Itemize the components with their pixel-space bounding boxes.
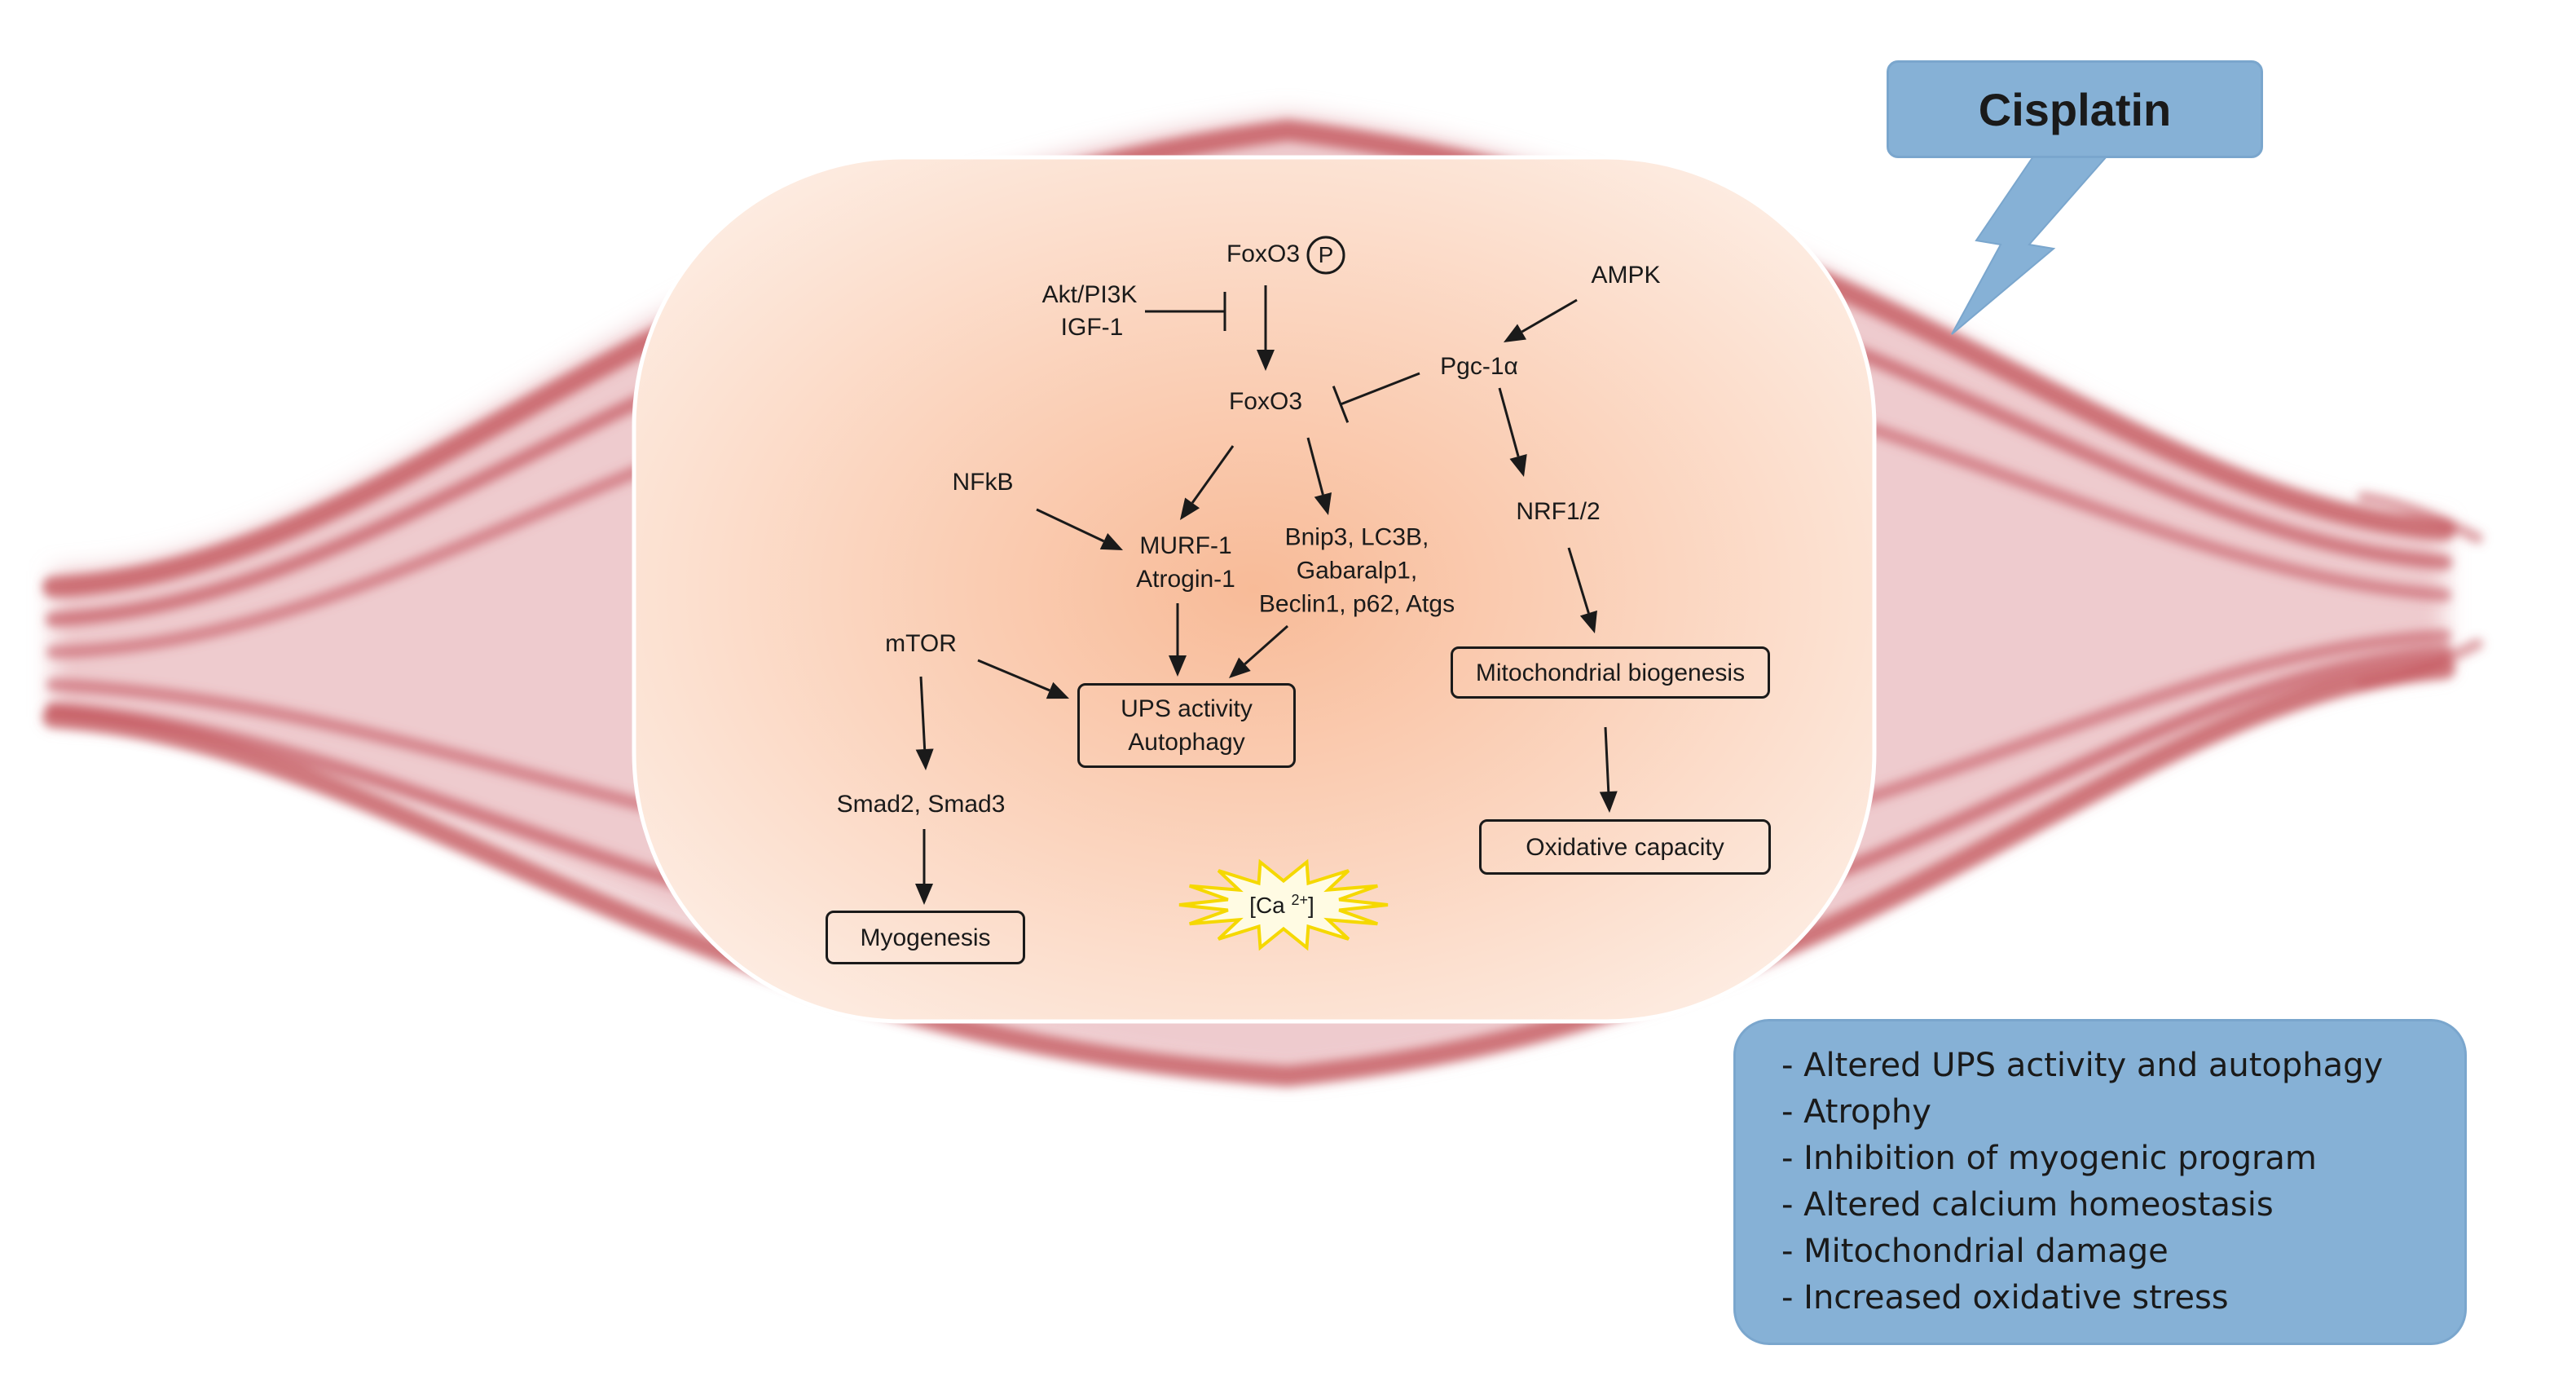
arrow-foxo3-to-genes-head bbox=[1314, 492, 1332, 515]
calcium-starburst-icon bbox=[1178, 858, 1389, 951]
arrow-pgc1a-to-nrf bbox=[1498, 387, 1520, 457]
effect-item: - Increased oxidative stress bbox=[1781, 1279, 2229, 1317]
myogenesis-box: Myogenesis bbox=[826, 911, 1025, 964]
arrow-mito-to-oxidative-head bbox=[1599, 791, 1618, 813]
arrow-mtor-to-smad-head bbox=[915, 748, 934, 770]
arrow-genes-to-ups-head bbox=[1229, 657, 1251, 678]
arrow-foxo3-to-murf bbox=[1191, 445, 1235, 504]
effect-item: - Altered UPS activity and autophagy bbox=[1781, 1047, 2384, 1084]
arrow-foxo3p-to-foxo3-head bbox=[1257, 350, 1275, 371]
effects-summary-box: - Altered UPS activity and autophagy - At… bbox=[1733, 1019, 2467, 1345]
arrow-pgc1a-to-nrf-head bbox=[1509, 454, 1527, 477]
autophagy-genes-label: Bnip3, LC3B,Gabaralp1,Beclin1, p62, Atgs bbox=[1258, 523, 1455, 618]
arrow-mtor-to-ups-head bbox=[1046, 681, 1069, 699]
foxo3-phospho-label: FoxO3 bbox=[1226, 240, 1301, 267]
arrow-mtor-to-smad bbox=[919, 676, 927, 750]
arrow-foxo3-to-murf-head bbox=[1180, 497, 1200, 520]
inhibit-pgc1a-to-foxo3-bar bbox=[1332, 386, 1350, 423]
inhibit-pgc1a-to-foxo3 bbox=[1340, 372, 1420, 406]
oxidative-capacity-box: Oxidative capacity bbox=[1479, 819, 1771, 875]
lightning-bolt-icon bbox=[1951, 156, 2109, 335]
mtor-label: mTOR bbox=[885, 630, 957, 657]
phosphate-circle-icon bbox=[1306, 236, 1345, 275]
arrow-ampk-to-pgc1a-head bbox=[1504, 324, 1527, 342]
effect-item: - Inhibition of myogenic program bbox=[1781, 1140, 2317, 1177]
arrow-ampk-to-pgc1a bbox=[1521, 298, 1578, 333]
arrow-nfkb-to-murf bbox=[1036, 508, 1105, 543]
nrf12-label: NRF1/2 bbox=[1516, 498, 1601, 525]
pgc1a-label: Pgc-1α bbox=[1440, 353, 1518, 380]
effect-item: - Altered calcium homeostasis bbox=[1781, 1186, 2274, 1224]
arrow-smad-to-myogenesis-head bbox=[915, 884, 933, 905]
nfkb-label: NFkB bbox=[952, 469, 1014, 496]
effect-item: - Atrophy bbox=[1781, 1093, 1931, 1131]
arrow-nrf-to-mito-head bbox=[1579, 610, 1597, 633]
foxo3-label: FoxO3 bbox=[1228, 388, 1303, 415]
cisplatin-callout: Cisplatin bbox=[1887, 60, 2263, 158]
arrow-foxo3-to-genes bbox=[1306, 437, 1324, 496]
arrow-genes-to-ups bbox=[1244, 624, 1288, 665]
arrow-nrf-to-mito bbox=[1567, 547, 1590, 614]
effect-item: - Mitochondrial damage bbox=[1781, 1233, 2169, 1270]
phosphate-label: P bbox=[1318, 242, 1334, 267]
smad2-smad3-label: Smad2, Smad3 bbox=[836, 791, 1006, 818]
arrow-mito-to-oxidative bbox=[1604, 726, 1610, 792]
arrow-murf-to-ups-head bbox=[1169, 655, 1187, 677]
akt-pi3k-label: Akt/PI3K bbox=[1041, 281, 1138, 308]
calcium-label: [Ca 2+] bbox=[1249, 891, 1314, 919]
arrow-mtor-to-ups bbox=[977, 659, 1050, 692]
ampk-label: AMPK bbox=[1591, 262, 1661, 289]
mitochondrial-biogenesis-box: Mitochondrial biogenesis bbox=[1451, 646, 1770, 699]
igf1-label: IGF-1 bbox=[1060, 314, 1124, 341]
cell-body bbox=[632, 155, 1877, 1024]
effects-list: - Altered UPS activity and autophagy - At… bbox=[1781, 1043, 2464, 1321]
arrow-nfkb-to-murf-head bbox=[1099, 532, 1123, 550]
